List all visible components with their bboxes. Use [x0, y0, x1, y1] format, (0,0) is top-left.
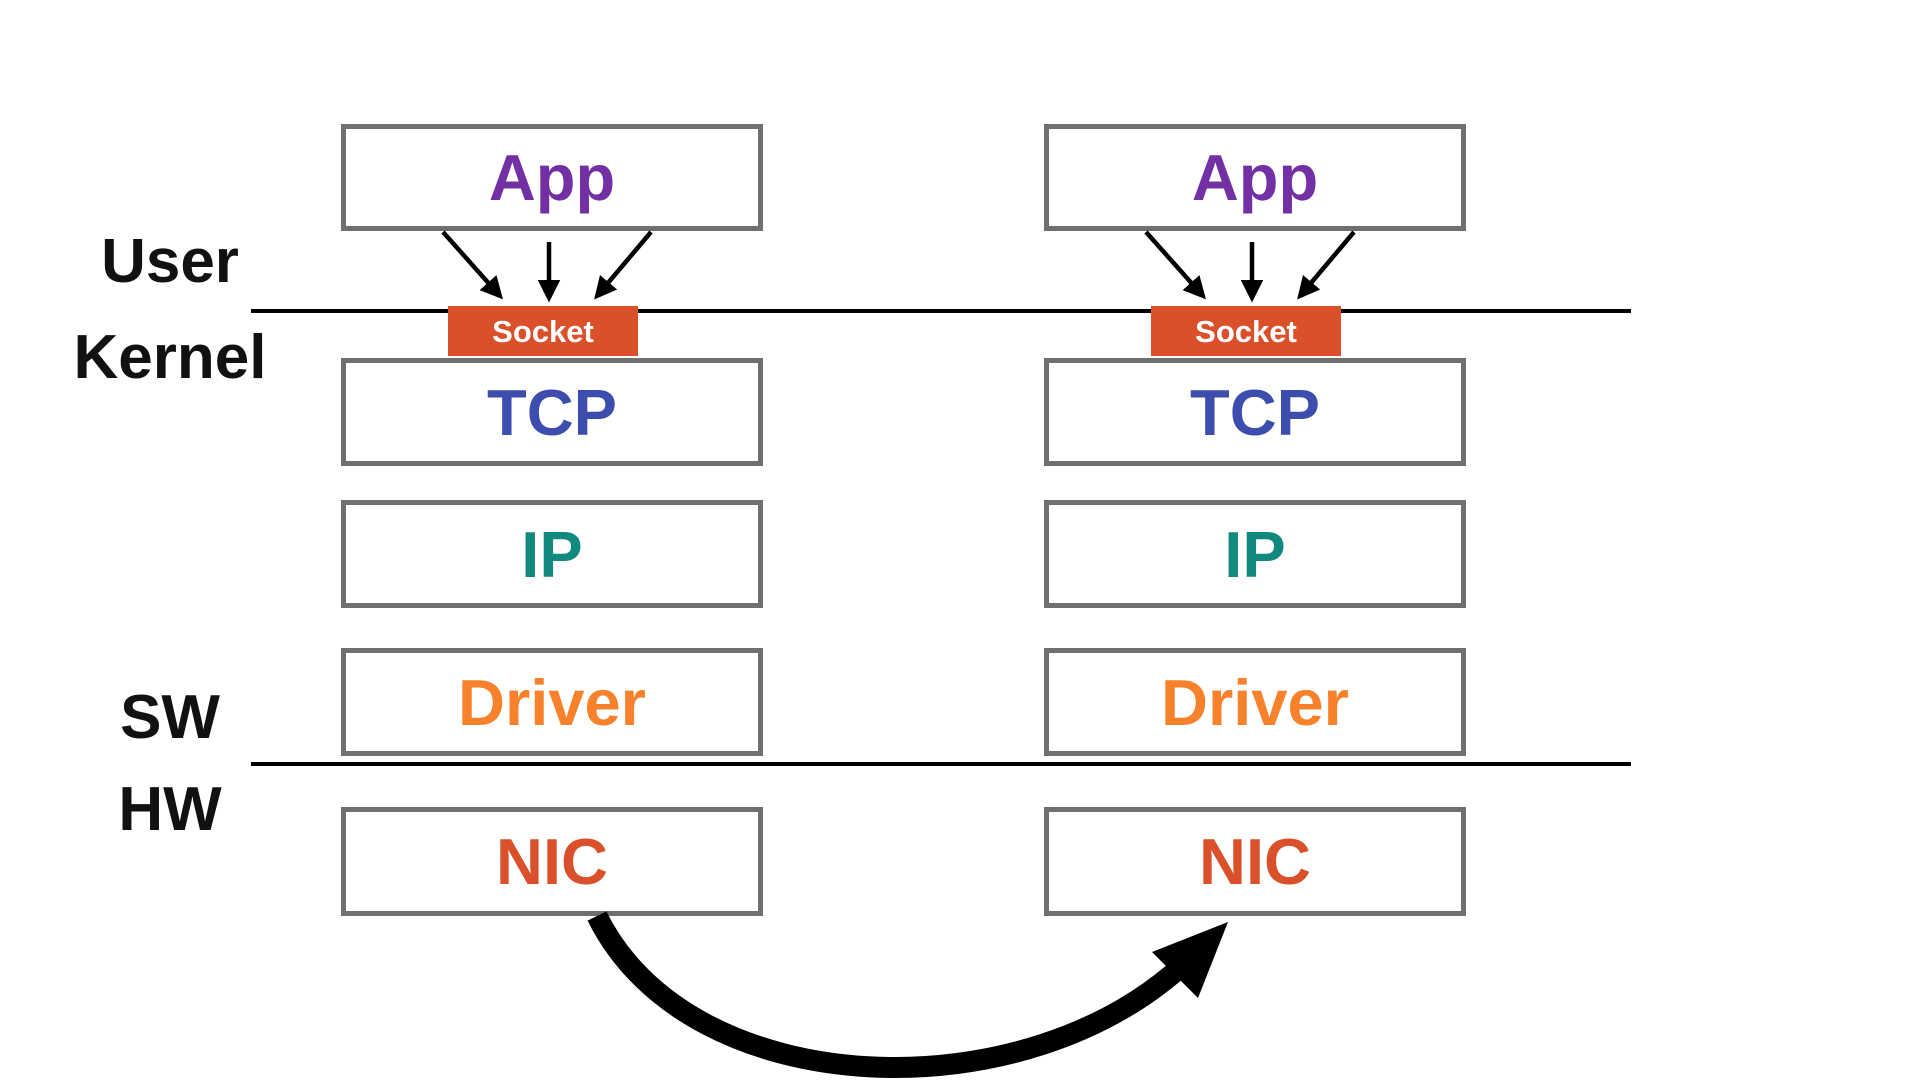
sw-hw-boundary-line	[251, 762, 1631, 766]
tcp-label: TCP	[487, 375, 617, 449]
ip-label: IP	[521, 517, 583, 591]
socket-label: Socket	[492, 313, 594, 349]
tcp-box-right: TCP	[1044, 358, 1466, 466]
kernel-space-label: Kernel	[73, 323, 267, 392]
host-left-stack: App Socket TCP IP Driver NIC	[341, 0, 763, 1080]
nic-box-right: NIC	[1044, 807, 1466, 916]
software-label: SW	[120, 683, 220, 752]
app-box-left: App	[341, 124, 763, 231]
socket-label: Socket	[1195, 313, 1297, 349]
socket-box-right: Socket	[1151, 306, 1341, 356]
socket-box-left: Socket	[448, 306, 638, 356]
nic-label: NIC	[496, 825, 608, 898]
app-label: App	[1191, 141, 1319, 214]
driver-label: Driver	[458, 665, 646, 739]
user-kernel-boundary-line	[251, 309, 1631, 313]
ip-box-right: IP	[1044, 500, 1466, 608]
nic-label: NIC	[1199, 825, 1311, 898]
app-box-right: App	[1044, 124, 1466, 231]
app-label: App	[488, 141, 616, 214]
host-right-stack: App Socket TCP IP Driver NIC	[1044, 0, 1466, 1080]
driver-box-left: Driver	[341, 648, 763, 756]
driver-label: Driver	[1161, 665, 1349, 739]
tcp-box-left: TCP	[341, 358, 763, 466]
ip-box-left: IP	[341, 500, 763, 608]
user-space-label: User	[101, 227, 239, 296]
nic-box-left: NIC	[341, 807, 763, 916]
driver-box-right: Driver	[1044, 648, 1466, 756]
ip-label: IP	[1224, 517, 1286, 591]
hardware-label: HW	[118, 775, 222, 844]
tcp-label: TCP	[1190, 375, 1320, 449]
